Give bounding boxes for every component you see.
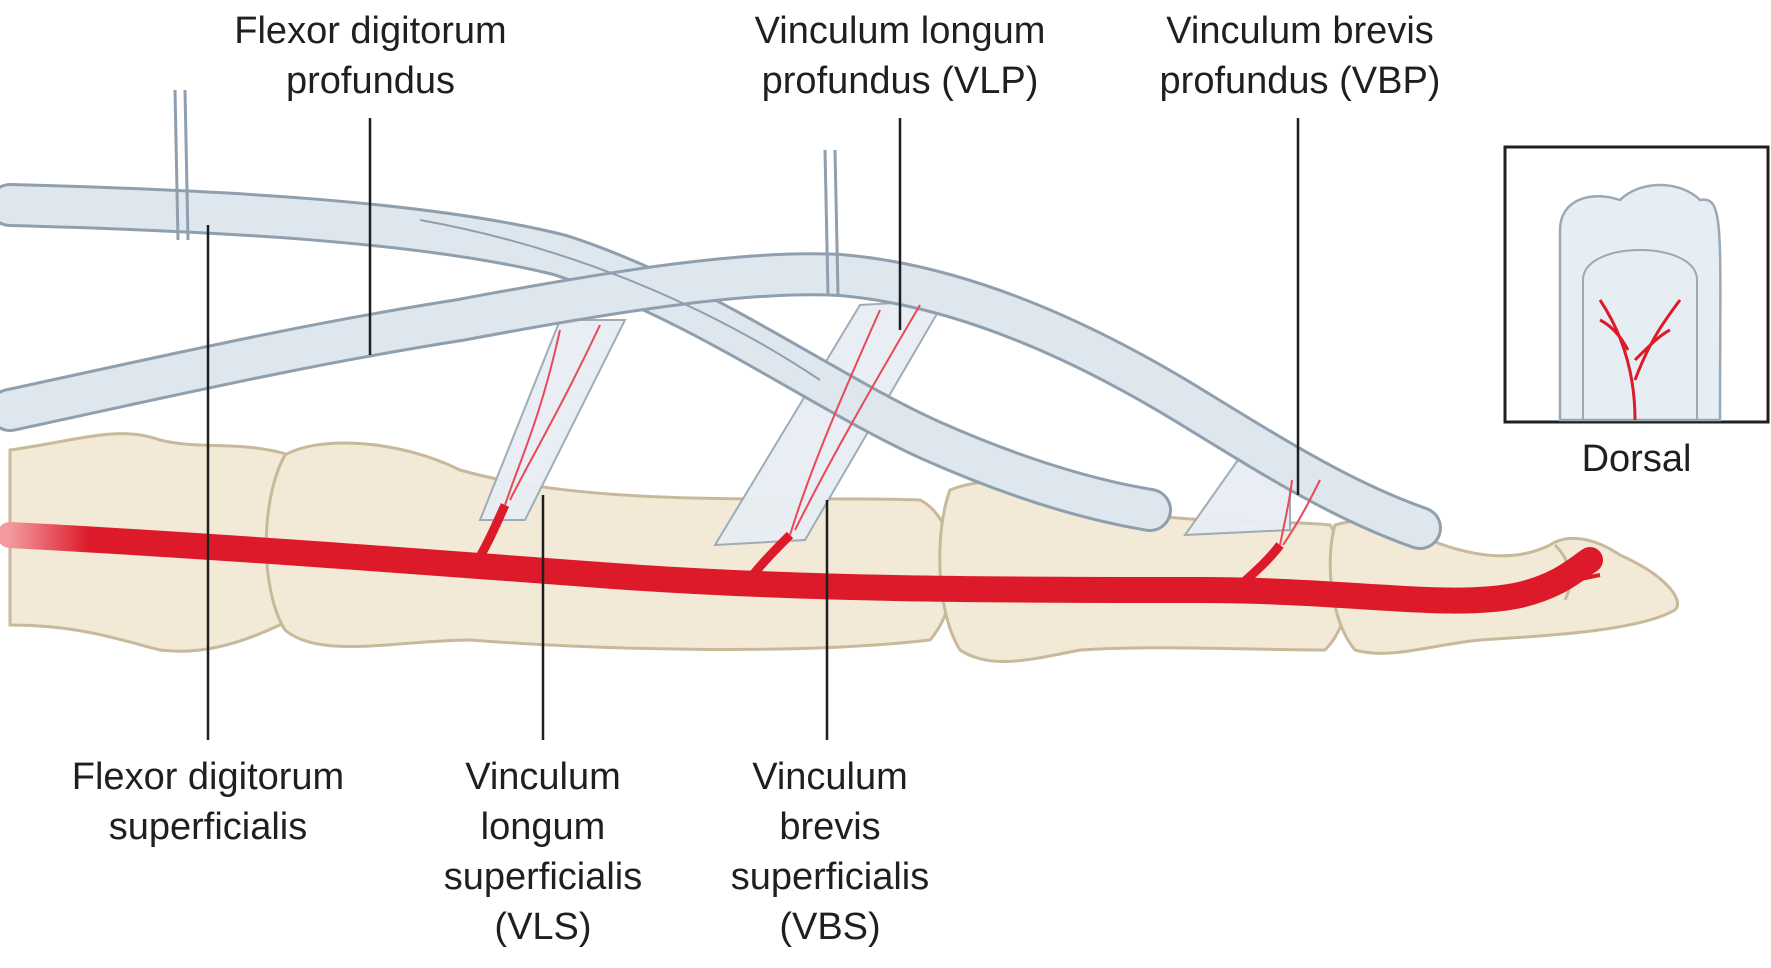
dorsal-inset (1505, 147, 1768, 422)
label-dorsal: Dorsal (1530, 434, 1743, 484)
